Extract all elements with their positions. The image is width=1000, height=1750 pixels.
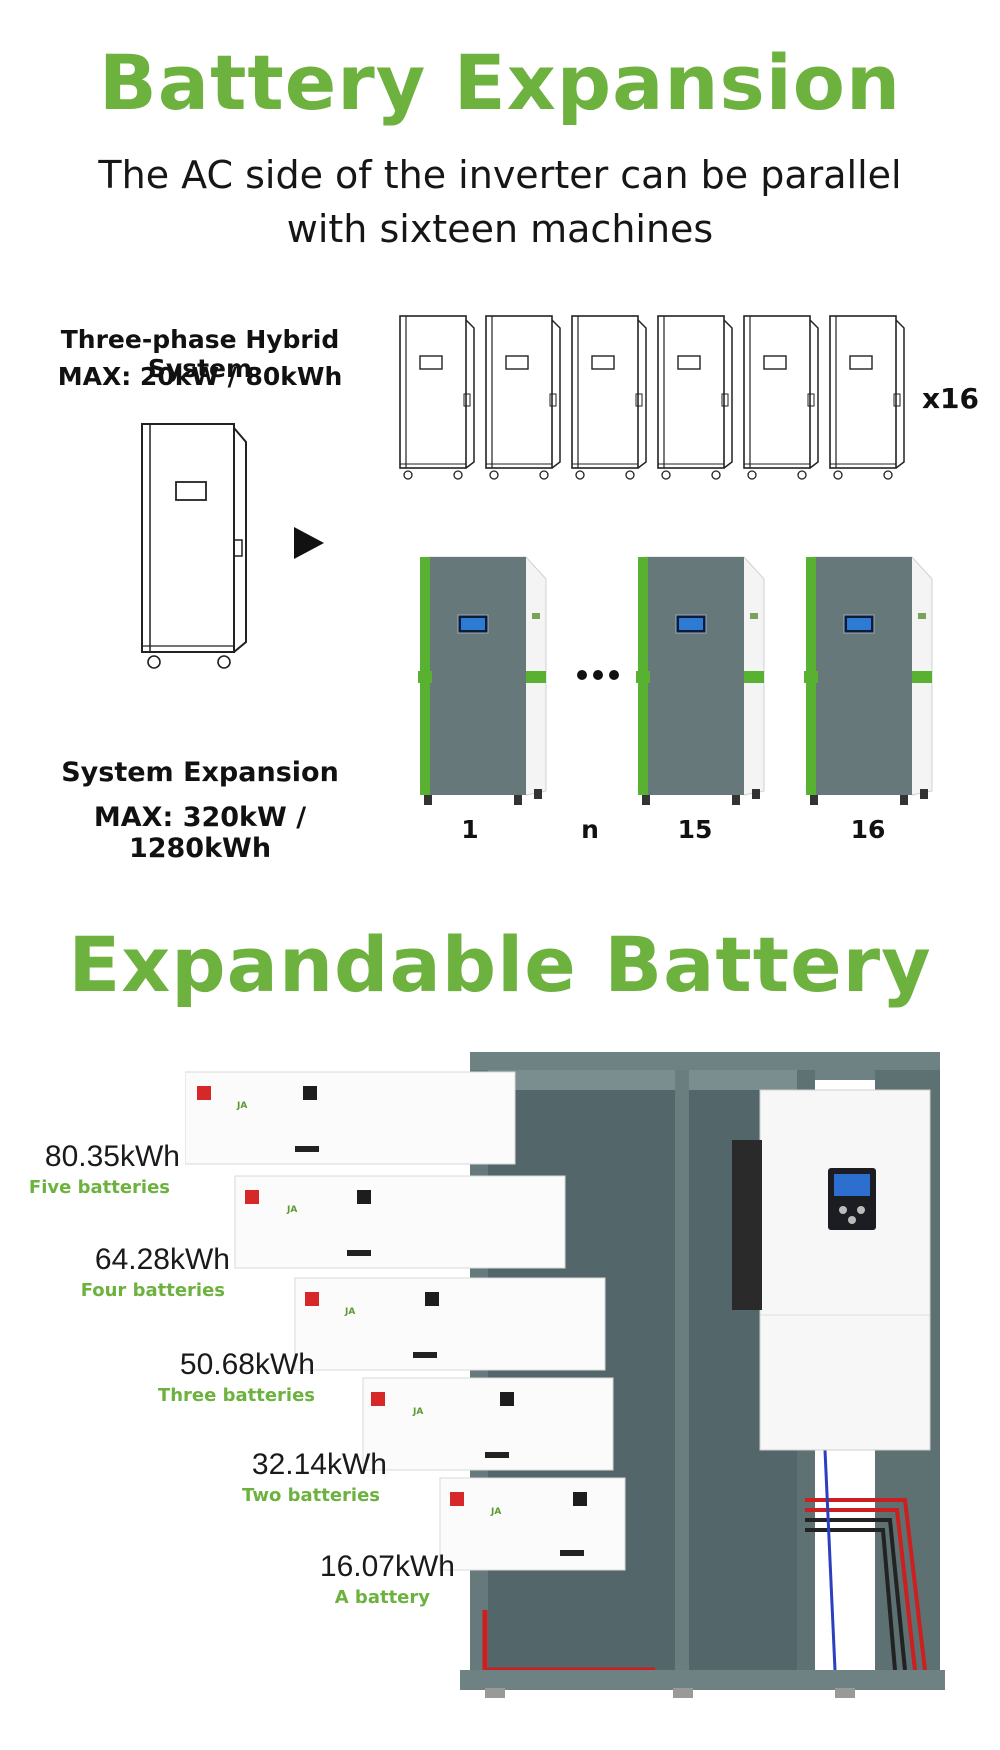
battery-module-4: JA: [234, 1175, 566, 1269]
play-arrow-icon: [294, 527, 324, 559]
capacity-value-1: 16.07kWh: [319, 1550, 455, 1583]
battery-cabinet-icon: [635, 556, 765, 806]
capacity-label-3: Three batteries: [157, 1385, 315, 1406]
battery-rack-illustration: JA JA JA JA JA: [185, 1052, 945, 1698]
hybrid-system-max: MAX: 20kW / 80kWh: [57, 362, 343, 391]
inverter-outline-icon: [399, 315, 475, 480]
inverter-outline-icon: [657, 315, 733, 480]
hybrid-system-label: Three-phase Hybrid System: [60, 325, 340, 383]
svg-text:JA: JA: [344, 1307, 355, 1317]
battery-module-3: JA: [294, 1277, 606, 1371]
capacity-label-4: Four batteries: [80, 1280, 225, 1301]
cabinet-row: [418, 556, 933, 806]
inverter-outline-icon: [743, 315, 819, 480]
battery-module-5: JA: [185, 1071, 516, 1165]
unit-label-16: 16: [850, 815, 886, 844]
battery-module-1: JA: [439, 1477, 626, 1571]
inverter-outline-row: [399, 315, 905, 480]
battery-cabinet-icon: [803, 556, 933, 806]
capacity-value-5: 80.35kWh: [44, 1140, 180, 1173]
expandable-battery-title: Expandable Battery: [68, 920, 932, 1009]
inverter-outline-icon: [485, 315, 561, 480]
subtitle-line-2: with sixteen machines: [286, 207, 714, 251]
subtitle-line-1: The AC side of the inverter can be paral…: [98, 153, 902, 197]
capacity-label-1: A battery: [334, 1587, 430, 1608]
capacity-value-4: 64.28kWh: [94, 1243, 230, 1276]
capacity-label-5: Five batteries: [28, 1177, 170, 1198]
unit-label-15: 15: [677, 815, 713, 844]
battery-cabinet-icon: [418, 556, 547, 806]
svg-text:JA: JA: [412, 1407, 423, 1417]
unit-label-n: n: [581, 815, 599, 844]
battery-expansion-title: Battery Expansion: [98, 38, 902, 127]
svg-text:JA: JA: [286, 1205, 297, 1215]
svg-text:JA: JA: [490, 1507, 501, 1517]
inverter-outline-icon: [829, 315, 905, 480]
system-expansion-label: System Expansion: [61, 757, 339, 788]
capacity-value-2: 32.14kWh: [251, 1448, 387, 1481]
inverter-outline-large: [141, 423, 247, 669]
unit-label-1: 1: [461, 815, 479, 844]
system-expansion-max: MAX: 320kW / 1280kWh: [93, 802, 307, 864]
capacity-label-2: Two batteries: [242, 1485, 380, 1506]
multiplier-label: x16: [922, 382, 980, 415]
battery-module-2: JA: [362, 1377, 614, 1471]
svg-text:JA: JA: [236, 1101, 247, 1111]
capacity-value-3: 50.68kWh: [179, 1348, 315, 1381]
inverter-outline-icon: [571, 315, 647, 480]
